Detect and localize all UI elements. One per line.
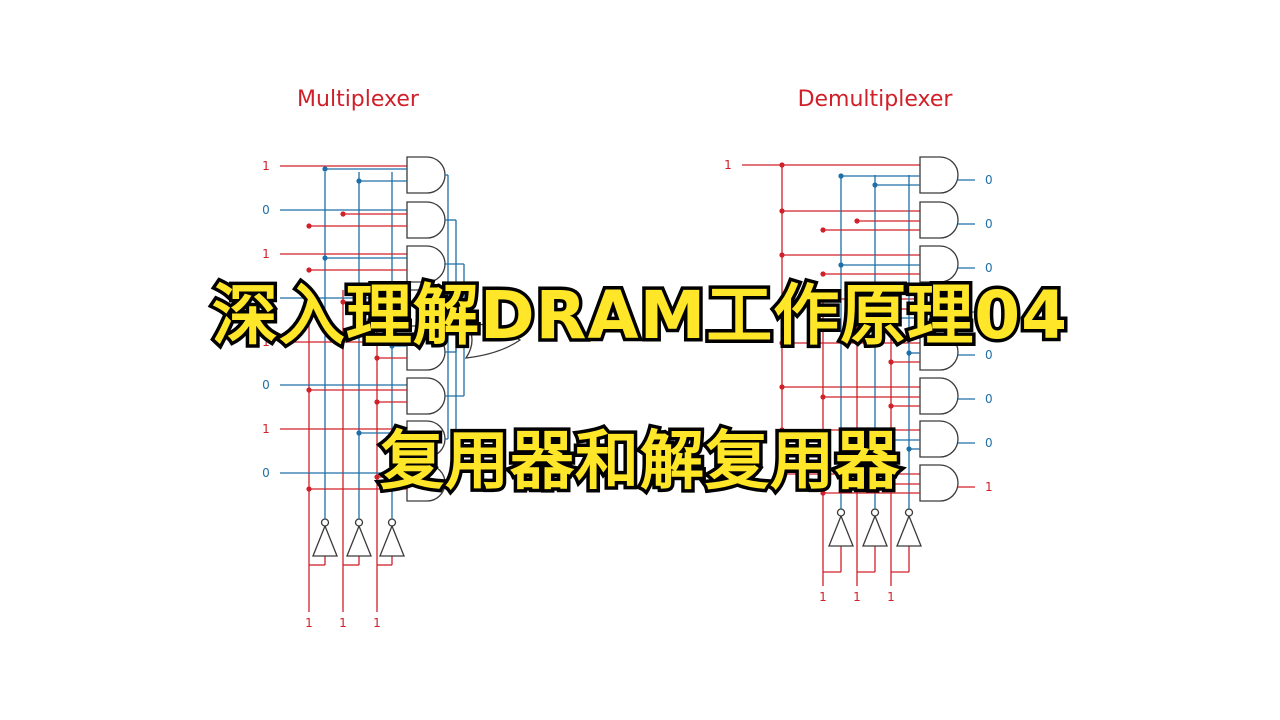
- not-gate: [379, 524, 405, 557]
- and-gate: [406, 420, 446, 458]
- junction-dot: [779, 427, 785, 433]
- junction-dot: [389, 343, 395, 349]
- not-gate: [896, 514, 922, 547]
- junction-dot: [820, 394, 826, 400]
- not-gate-bubble: [354, 518, 364, 527]
- and-gate: [406, 245, 446, 283]
- mux-input-label: 0: [262, 378, 270, 392]
- mux-title: Multiplexer: [297, 87, 420, 112]
- not-gate: [312, 524, 338, 557]
- junction-dot: [389, 442, 395, 448]
- junction-dot: [340, 299, 346, 305]
- and-gate: [406, 156, 446, 194]
- and-gate: [919, 464, 959, 502]
- junction-dot: [888, 359, 894, 365]
- junction-dot: [779, 340, 785, 346]
- junction-dot: [872, 182, 878, 188]
- demux-output-label: 1: [985, 480, 993, 494]
- mux-select-label: 1: [339, 616, 347, 630]
- junction-dot: [306, 387, 312, 393]
- mux-input-label: 0: [262, 466, 270, 480]
- demux-output-label: 0: [985, 305, 993, 319]
- not-gate: [828, 514, 854, 547]
- junction-dot: [888, 481, 894, 487]
- junction-dot: [854, 306, 860, 312]
- and-gate: [919, 201, 959, 239]
- junction-dot: [820, 271, 826, 277]
- junction-dot: [356, 311, 362, 317]
- junction-dot: [374, 355, 380, 361]
- junction-dot: [779, 384, 785, 390]
- multiplexer-circuit: 1 1 1 1 0 1 0 1 0 1 0: [262, 156, 522, 630]
- junction-dot: [322, 166, 328, 172]
- junction-dot: [838, 262, 844, 268]
- demux-output-label: 0: [985, 392, 993, 406]
- and-gate: [919, 156, 959, 194]
- junction-dot: [872, 315, 878, 321]
- and-gate: [406, 333, 446, 371]
- demux-output-label: 0: [985, 173, 993, 187]
- demultiplexer-circuit: 1 1 1 1 0 0 0 0 0 0 0 1: [724, 156, 993, 604]
- demux-select-label: 1: [887, 590, 895, 604]
- demux-output-label: 0: [985, 217, 993, 231]
- junction-dot: [779, 162, 785, 168]
- junction-dot: [779, 208, 785, 214]
- demux-output-label: 0: [985, 261, 993, 275]
- or-gate: [464, 321, 522, 359]
- and-gate: [406, 289, 446, 327]
- demux-output-label: 0: [985, 436, 993, 450]
- junction-dot: [820, 490, 826, 496]
- junction-dot: [306, 223, 312, 229]
- and-gate: [919, 245, 959, 283]
- and-gate: [406, 377, 446, 415]
- and-gate: [919, 420, 959, 458]
- junction-dot: [820, 227, 826, 233]
- junction-dot: [838, 173, 844, 179]
- mux-input-label: 0: [262, 203, 270, 217]
- mux-select-label: 1: [305, 616, 313, 630]
- junction-dot: [374, 474, 380, 480]
- junction-dot: [906, 350, 912, 356]
- junction-dot: [854, 218, 860, 224]
- and-gate: [919, 377, 959, 415]
- junction-dot: [306, 486, 312, 492]
- junction-dot: [340, 211, 346, 217]
- mux-input-label: 0: [262, 291, 270, 305]
- not-gate-bubble: [387, 518, 397, 527]
- and-gate: [919, 289, 959, 327]
- demux-input-label: 1: [724, 158, 732, 172]
- demux-select-label: 1: [853, 590, 861, 604]
- not-gate-bubble: [870, 508, 880, 517]
- and-gate: [406, 201, 446, 239]
- and-gate: [406, 464, 446, 502]
- and-gate: [919, 333, 959, 371]
- not-gate: [862, 514, 888, 547]
- junction-dot: [779, 296, 785, 302]
- junction-dot: [374, 399, 380, 405]
- mux-input-label: 1: [262, 335, 270, 349]
- mux-input-label: 1: [262, 422, 270, 436]
- mux-select-label: 1: [373, 616, 381, 630]
- junction-dot: [322, 255, 328, 261]
- demux-title: Demultiplexer: [798, 87, 954, 112]
- not-gate-bubble: [836, 508, 846, 517]
- not-gate: [346, 524, 372, 557]
- not-gate-bubble: [904, 508, 914, 517]
- junction-dot: [779, 252, 785, 258]
- junction-dot: [779, 471, 785, 477]
- junction-dot: [872, 437, 878, 443]
- demux-select-label: 1: [819, 590, 827, 604]
- junction-dot: [888, 403, 894, 409]
- not-gate-bubble: [320, 518, 330, 527]
- mux-input-label: 1: [262, 159, 270, 173]
- junction-dot: [306, 267, 312, 273]
- mux-input-label: 1: [262, 247, 270, 261]
- junction-dot: [906, 446, 912, 452]
- junction-dot: [356, 178, 362, 184]
- demux-output-label: 0: [985, 348, 993, 362]
- junction-dot: [356, 430, 362, 436]
